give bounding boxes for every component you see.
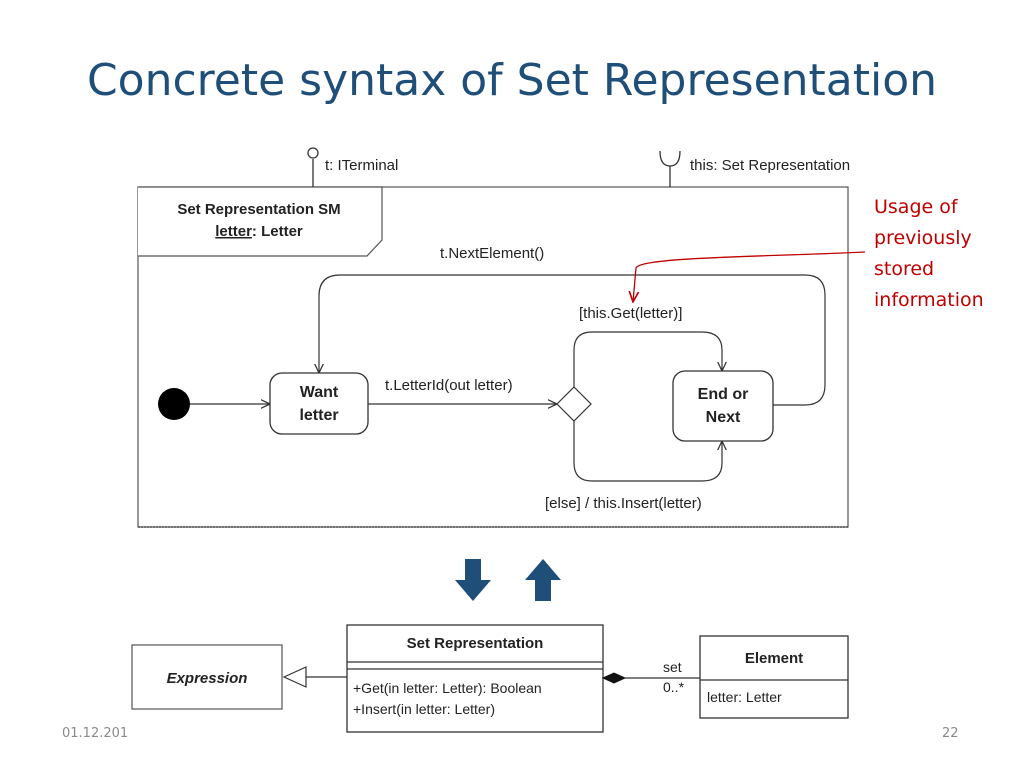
slide-title: Concrete syntax of Set Representation [86,55,938,106]
label-get-guard: [this.Get(letter)] [579,305,682,322]
association-role: set [663,659,682,675]
operation-insert: +Insert(in letter: Letter) [353,701,495,717]
class-element [699,635,849,719]
class-element-name: Element [745,650,803,667]
label-next-element: t.NextElement() [440,245,544,262]
label-else-guard: [else] / this.Insert(letter) [545,495,702,512]
terminal-port-label: t: ITerminal [325,157,398,174]
up-arrow-icon [525,559,561,601]
callout-line: information [874,289,984,311]
callout-arrow [633,251,866,302]
callout-line: previously [874,227,972,249]
self-port-socket [659,150,681,187]
state-want-letter-line2: letter [299,407,338,424]
label-letter-id: t.LetterId(out letter) [385,377,513,394]
state-end-or-next-line2: Next [706,409,741,426]
transition-get-branch [573,331,722,387]
footer-date: 01.12.201 [62,726,129,741]
state-want-letter-line1: Want [300,384,339,401]
state-end-or-next-line1: End or [698,386,749,403]
down-arrow-icon [455,559,491,601]
composition-diamond [601,672,627,684]
terminal-port-lollipop [307,147,319,187]
generalization-triangle [282,666,307,688]
self-port-label: this: Set Representation [690,157,850,174]
state-machine-variable: letter: Letter [215,223,303,240]
callout-line: stored [874,258,935,280]
class-set-representation [346,624,604,733]
state-machine-name: Set Representation SM [177,201,340,218]
element-attribute: letter: Letter [707,689,782,705]
page-number: 22 [942,726,959,741]
state-machine-diagram: Set Representation SM letter: Letter t: … [137,147,850,528]
initial-state [158,388,190,420]
transition-else-branch [573,421,722,482]
class-set-representation-name: Set Representation [407,635,544,652]
state-want-letter [269,372,369,435]
state-end-or-next [672,370,774,442]
operation-get: +Get(in letter: Letter): Boolean [353,680,542,696]
state-machine-name-tab [138,186,383,257]
association-multiplicity: 0..* [663,679,685,695]
class-diagram: Expression Set Representation +Get(in le… [131,624,849,733]
callout-note: Usage of previously stored information [874,192,1014,316]
class-expression-name: Expression [167,670,248,687]
transition-next-element [319,274,826,406]
callout-line: Usage of [874,196,958,218]
class-expression [131,644,283,710]
